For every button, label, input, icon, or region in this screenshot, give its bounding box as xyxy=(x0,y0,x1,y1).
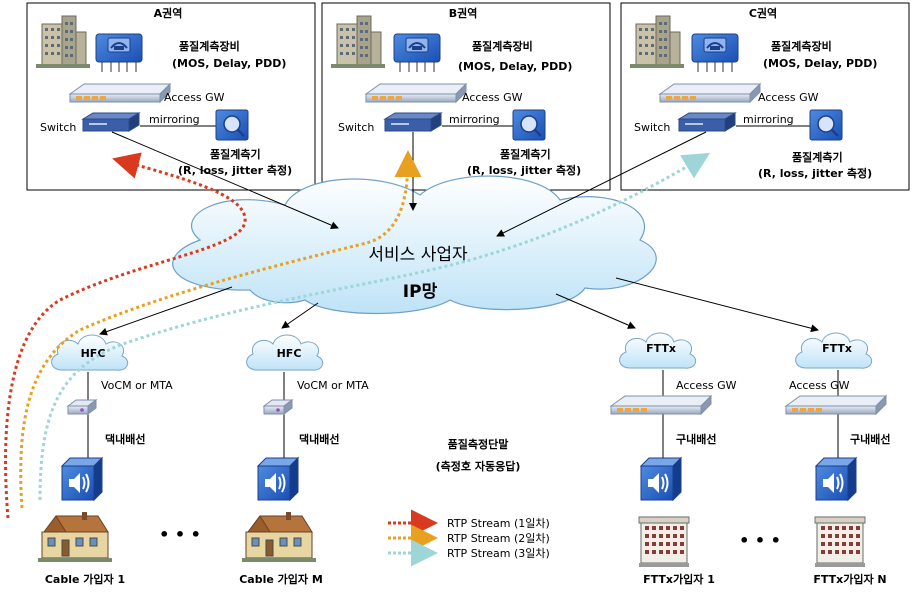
speaker-box-icon xyxy=(815,457,857,501)
speaker-box-icon xyxy=(61,457,103,501)
region-c-equipment-sub: (MOS, Delay, PDD) xyxy=(763,57,877,70)
hfc-2-subscriber: Cable 가입자 M xyxy=(239,572,323,586)
access-gw-icon xyxy=(69,83,171,103)
hfc-1-device-label: VoCM or MTA xyxy=(101,379,173,392)
region-a-equipment-label: 품질계측장비 xyxy=(179,39,240,53)
region-b-switch-label: Switch xyxy=(338,121,374,134)
region-a-equipment-sub: (MOS, Delay, PDD) xyxy=(172,57,286,70)
region-c: C권역 품질계측장비 (MOS, Delay, PDD) Access GW S… xyxy=(620,2,910,191)
fttx-1-subscriber: FTTx가입자 1 xyxy=(643,572,715,586)
terminal-subtitle: (측정호 자동응답) xyxy=(436,459,521,473)
core-cloud-subtitle: IP망 xyxy=(403,282,438,302)
region-c-title: C권역 xyxy=(749,6,777,20)
fttx-2-device-label: Access GW xyxy=(789,379,850,392)
cable-ellipsis: • • • xyxy=(159,525,201,544)
access-fttx-2: FTTx Access GW 구내배선 FTTx가입자 N xyxy=(785,332,890,586)
access-link-3 xyxy=(555,293,636,329)
region-c-gw-label: Access GW xyxy=(758,91,819,104)
fttx-1-cloud-label: FTTx xyxy=(646,342,676,355)
region-c-meter-sub: (R, loss, jitter 측정) xyxy=(758,166,872,180)
meter-icon xyxy=(214,108,250,142)
region-b-equipment-label: 품질계측장비 xyxy=(472,39,533,53)
region-c-meter-label: 품질계측기 xyxy=(792,150,843,164)
switch-icon xyxy=(82,112,140,132)
region-b-gw-label: Access GW xyxy=(462,91,523,104)
house-icon xyxy=(37,511,113,563)
region-c-link xyxy=(496,131,707,237)
fttx-ellipsis: • • • xyxy=(739,531,781,550)
access-gw-icon xyxy=(365,83,467,103)
region-a-meter-label: 품질계측기 xyxy=(210,147,261,161)
fttx-1-wiring-label: 구내배선 xyxy=(676,432,716,446)
region-b-equipment-sub: (MOS, Delay, PDD) xyxy=(458,60,572,73)
region-b-title: B권역 xyxy=(449,6,478,20)
rtp-streams xyxy=(4,150,711,519)
hfc-2-wiring-label: 댁내배선 xyxy=(299,432,339,446)
hfc-1-wiring-label: 댁내배선 xyxy=(105,432,145,446)
access-link-4 xyxy=(615,277,819,333)
access-link-1 xyxy=(99,286,233,336)
region-b: B권역 품질계측장비 (MOS, Delay, PDD) Access GW S… xyxy=(321,2,611,191)
access-link-2 xyxy=(281,302,319,329)
region-a-gw-label: Access GW xyxy=(164,91,225,104)
fttx-2-cloud-label: FTTx xyxy=(822,342,852,355)
modem-icon xyxy=(263,399,293,415)
legend-label-2: RTP Stream (2일차) xyxy=(447,531,550,545)
region-a-link xyxy=(111,131,339,229)
meter-icon xyxy=(808,108,844,142)
hfc-2-device-label: VoCM or MTA xyxy=(297,379,369,392)
speaker-box-icon xyxy=(257,457,299,501)
fttx-2-subscriber: FTTx가입자 N xyxy=(813,572,886,586)
core-cloud: 서비스 사업자 IP망 xyxy=(172,175,657,315)
legend-label-3: RTP Stream (3일차) xyxy=(447,546,550,560)
region-a-meter-sub: (R, loss, jitter 측정) xyxy=(178,163,292,177)
region-a-title: A권역 xyxy=(154,6,183,20)
fttx-1-device-label: Access GW xyxy=(676,379,737,392)
region-a-switch-label: Switch xyxy=(40,121,76,134)
modem-icon xyxy=(67,399,97,415)
apartment-icon xyxy=(814,516,866,568)
access-links xyxy=(99,277,819,336)
access-gw-icon xyxy=(610,395,712,415)
region-c-switch-label: Switch xyxy=(634,121,670,134)
hfc-2-cloud-label: HFC xyxy=(277,347,302,360)
region-b-mirroring-label: mirroring xyxy=(449,113,500,126)
access-gw-icon xyxy=(659,83,761,103)
rtp-stream-2 xyxy=(19,150,422,509)
terminal-title: 품질측정단말 xyxy=(448,437,509,451)
switch-icon xyxy=(678,112,736,132)
legend-label-1: RTP Stream (1일차) xyxy=(447,516,550,530)
cloud-icon xyxy=(172,175,657,315)
core-cloud-title: 서비스 사업자 xyxy=(368,245,468,265)
region-c-mirroring-label: mirroring xyxy=(743,113,794,126)
speaker-box-icon xyxy=(640,457,682,501)
rtp-stream-1 xyxy=(4,152,247,519)
region-b-meter-label: 품질계측기 xyxy=(500,147,551,161)
fttx-2-wiring-label: 구내배선 xyxy=(850,432,890,446)
region-a-mirroring-label: mirroring xyxy=(149,113,200,126)
legend: RTP Stream (1일차) RTP Stream (2일차) RTP St… xyxy=(388,509,550,567)
apartment-icon xyxy=(638,516,690,568)
access-gw-icon xyxy=(785,395,887,415)
region-c-equipment-label: 품질계측장비 xyxy=(771,39,832,53)
rtp-stream-3 xyxy=(38,152,711,501)
access-hfc-1: HFC VoCM or MTA 댁내배선 Cable 가입자 1 xyxy=(37,334,173,586)
meter-icon xyxy=(511,108,547,142)
region-b-meter-sub: (R, loss, jitter 측정) xyxy=(467,163,581,177)
access-hfc-2: HFC VoCM or MTA 댁내배선 Cable 가입자 M xyxy=(239,334,369,586)
switch-icon xyxy=(384,112,442,132)
hfc-1-subscriber: Cable 가입자 1 xyxy=(45,572,125,586)
house-icon xyxy=(241,511,317,563)
region-a: A권역 품질계측장비 (MOS, Delay, PDD) Access GW S… xyxy=(26,2,316,191)
access-fttx-1: FTTx Access GW 구내배선 FTTx가입자 1 xyxy=(610,332,737,586)
